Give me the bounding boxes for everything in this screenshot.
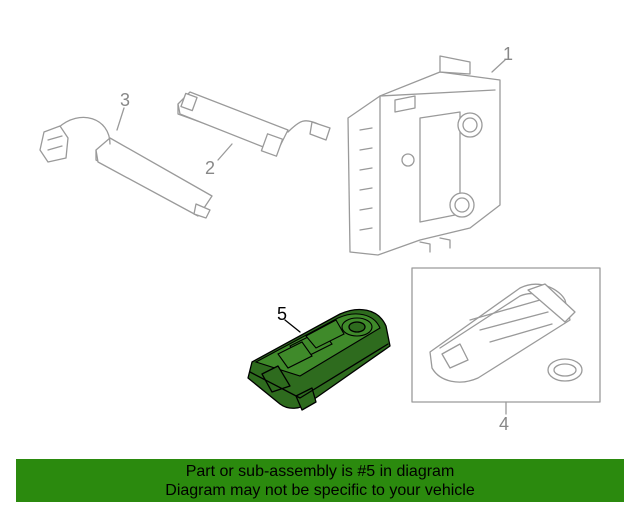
banner-line-2: Diagram may not be specific to your vehi… [165, 482, 475, 499]
leader-line-3 [116, 107, 125, 131]
info-banner: Part or sub-assembly is #5 in diagram Di… [16, 459, 624, 502]
callout-3: 3 [120, 90, 130, 110]
callout-4: 4 [499, 414, 509, 434]
callout-2: 2 [205, 158, 215, 178]
callout-1: 1 [503, 44, 513, 64]
leader-line-5 [284, 319, 301, 333]
parts-diagram: 1 2 3 4 [39, 44, 601, 434]
callout-5: 5 [277, 304, 287, 324]
part-5-smart-key-fob[interactable] [247, 308, 391, 411]
banner-line-1: Part or sub-assembly is #5 in diagram [185, 463, 455, 480]
part-3-antenna[interactable] [39, 116, 213, 219]
leader-line-2 [217, 143, 233, 161]
leader-line-1 [491, 59, 506, 73]
part-1-control-module[interactable] [347, 55, 501, 256]
part-2-antenna[interactable] [177, 91, 331, 157]
part-4-key-fob-assembly[interactable] [429, 283, 583, 383]
